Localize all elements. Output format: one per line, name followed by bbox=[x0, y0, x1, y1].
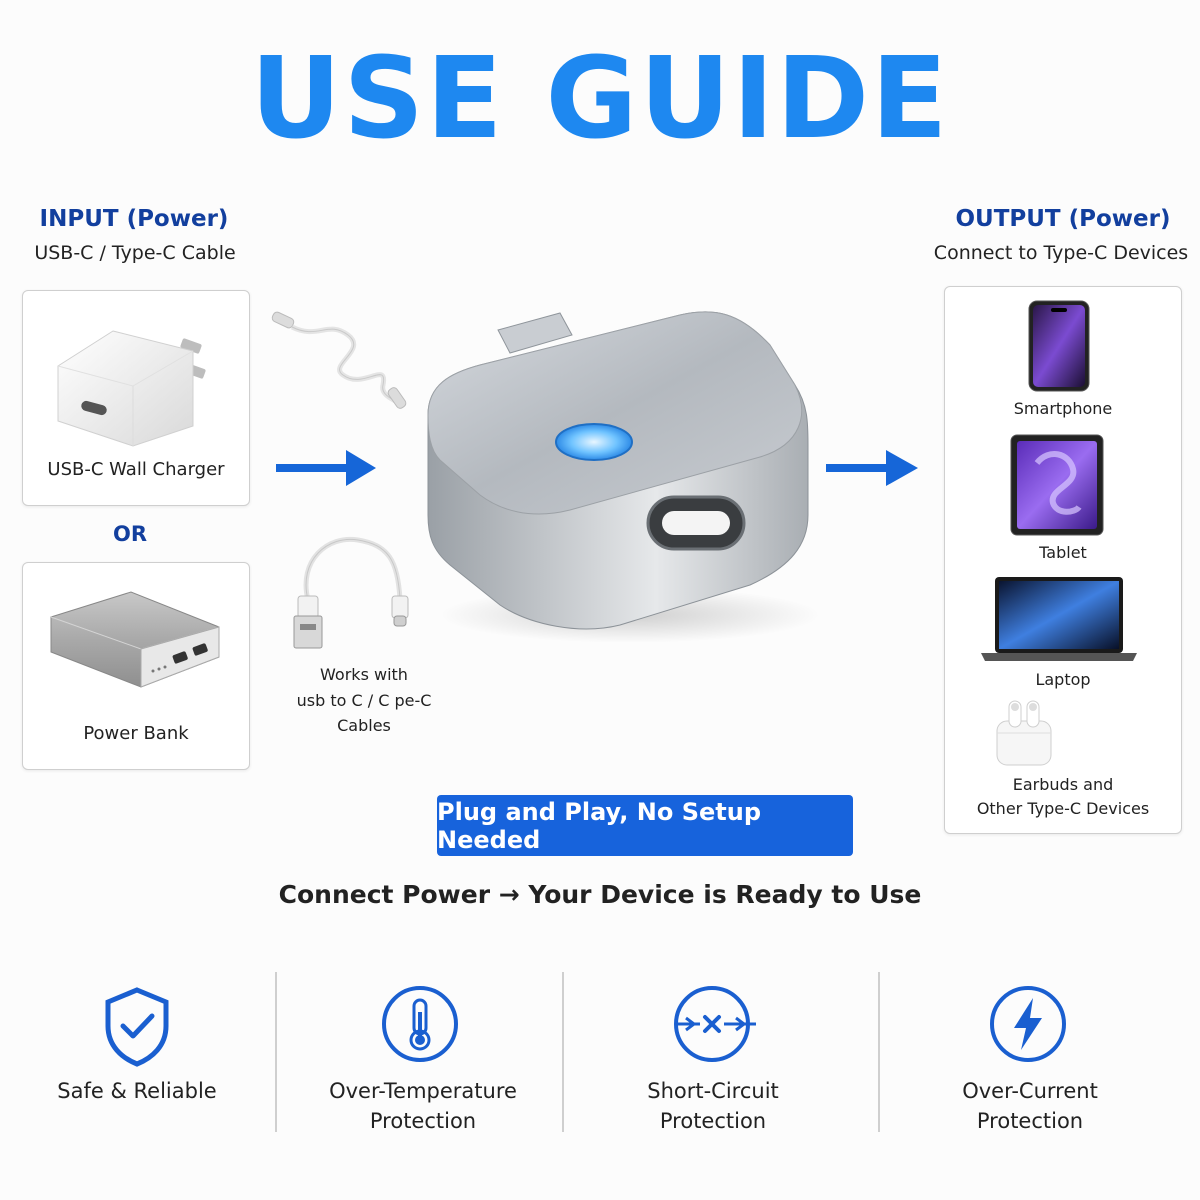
device-label-tablet: Tablet bbox=[1039, 543, 1087, 562]
input-subheading: USB-C / Type-C Cable bbox=[34, 242, 236, 264]
output-subheading: Connect to Type-C Devices bbox=[933, 242, 1189, 264]
cable-note-line3: Cables bbox=[337, 716, 391, 736]
feature-current-line1: Over-Current bbox=[962, 1079, 1098, 1103]
feature-temperature-label: Over-Temperature Protection bbox=[300, 1076, 546, 1137]
feature-temperature-line1: Over-Temperature bbox=[329, 1079, 517, 1103]
device-label-smartphone: Smartphone bbox=[1013, 399, 1113, 418]
tablet-icon bbox=[1010, 434, 1104, 536]
laptop-icon bbox=[981, 577, 1137, 661]
output-devices-card: Smartphone Tablet Laptop Earbuds and bbox=[944, 286, 1182, 834]
power-bank-icon bbox=[50, 591, 220, 688]
feature-short-circuit-line1: Short-Circuit bbox=[647, 1079, 779, 1103]
power-bank-label: Power Bank bbox=[83, 723, 189, 744]
smartphone-icon bbox=[1028, 300, 1090, 392]
wall-charger-card: USB-C Wall Charger bbox=[22, 290, 250, 506]
tagline: Connect Power → Your Device is Ready to … bbox=[278, 880, 922, 909]
or-label: OR bbox=[112, 522, 148, 546]
arrow-right-icon bbox=[276, 450, 376, 486]
thermometer-icon bbox=[382, 986, 458, 1062]
feature-current-line2: Protection bbox=[976, 1109, 1084, 1134]
usb-c-cable-icon bbox=[271, 311, 407, 409]
plug-and-play-banner: Plug and Play, No Setup Needed bbox=[437, 795, 853, 856]
device-label-earbuds-line2: Other Type-C Devices bbox=[976, 799, 1150, 818]
feature-short-circuit-label: Short-Circuit Protection bbox=[600, 1076, 826, 1137]
input-heading: INPUT (Power) bbox=[39, 206, 229, 232]
output-heading: OUTPUT (Power) bbox=[955, 206, 1171, 232]
shield-check-icon bbox=[105, 987, 169, 1067]
device-label-earbuds: Earbuds and Other Type-C Devices bbox=[945, 773, 1181, 821]
feature-divider bbox=[562, 972, 564, 1132]
power-bank-card: Power Bank bbox=[22, 562, 250, 770]
feature-current-label: Over-Current Protection bbox=[920, 1076, 1140, 1137]
short-circuit-icon bbox=[674, 986, 756, 1062]
cable-note-line2: usb to C / C pe-C bbox=[296, 690, 432, 710]
feature-divider bbox=[878, 972, 880, 1132]
device-label-earbuds-line1: Earbuds and bbox=[1012, 775, 1114, 794]
feature-temperature-line2: Protection bbox=[369, 1109, 477, 1134]
arrow-right-icon bbox=[826, 450, 918, 486]
usb-a-to-c-cable-icon bbox=[293, 536, 409, 649]
adapter-icon bbox=[427, 311, 820, 643]
cable-note: Works with usb to C / C pe-C Cables bbox=[278, 662, 450, 739]
page-title: USE GUIDE bbox=[250, 34, 950, 164]
device-label-laptop: Laptop bbox=[1035, 670, 1091, 689]
feature-short-circuit-line2: Protection bbox=[659, 1109, 767, 1134]
wall-charger-label: USB-C Wall Charger bbox=[47, 459, 225, 480]
feature-divider bbox=[275, 972, 277, 1132]
lightning-icon bbox=[990, 986, 1066, 1062]
feature-safe-label: Safe & Reliable bbox=[57, 1079, 217, 1103]
wall-charger-icon bbox=[57, 330, 206, 447]
earbuds-icon bbox=[996, 700, 1052, 766]
cable-note-line1: Works with bbox=[320, 665, 408, 684]
